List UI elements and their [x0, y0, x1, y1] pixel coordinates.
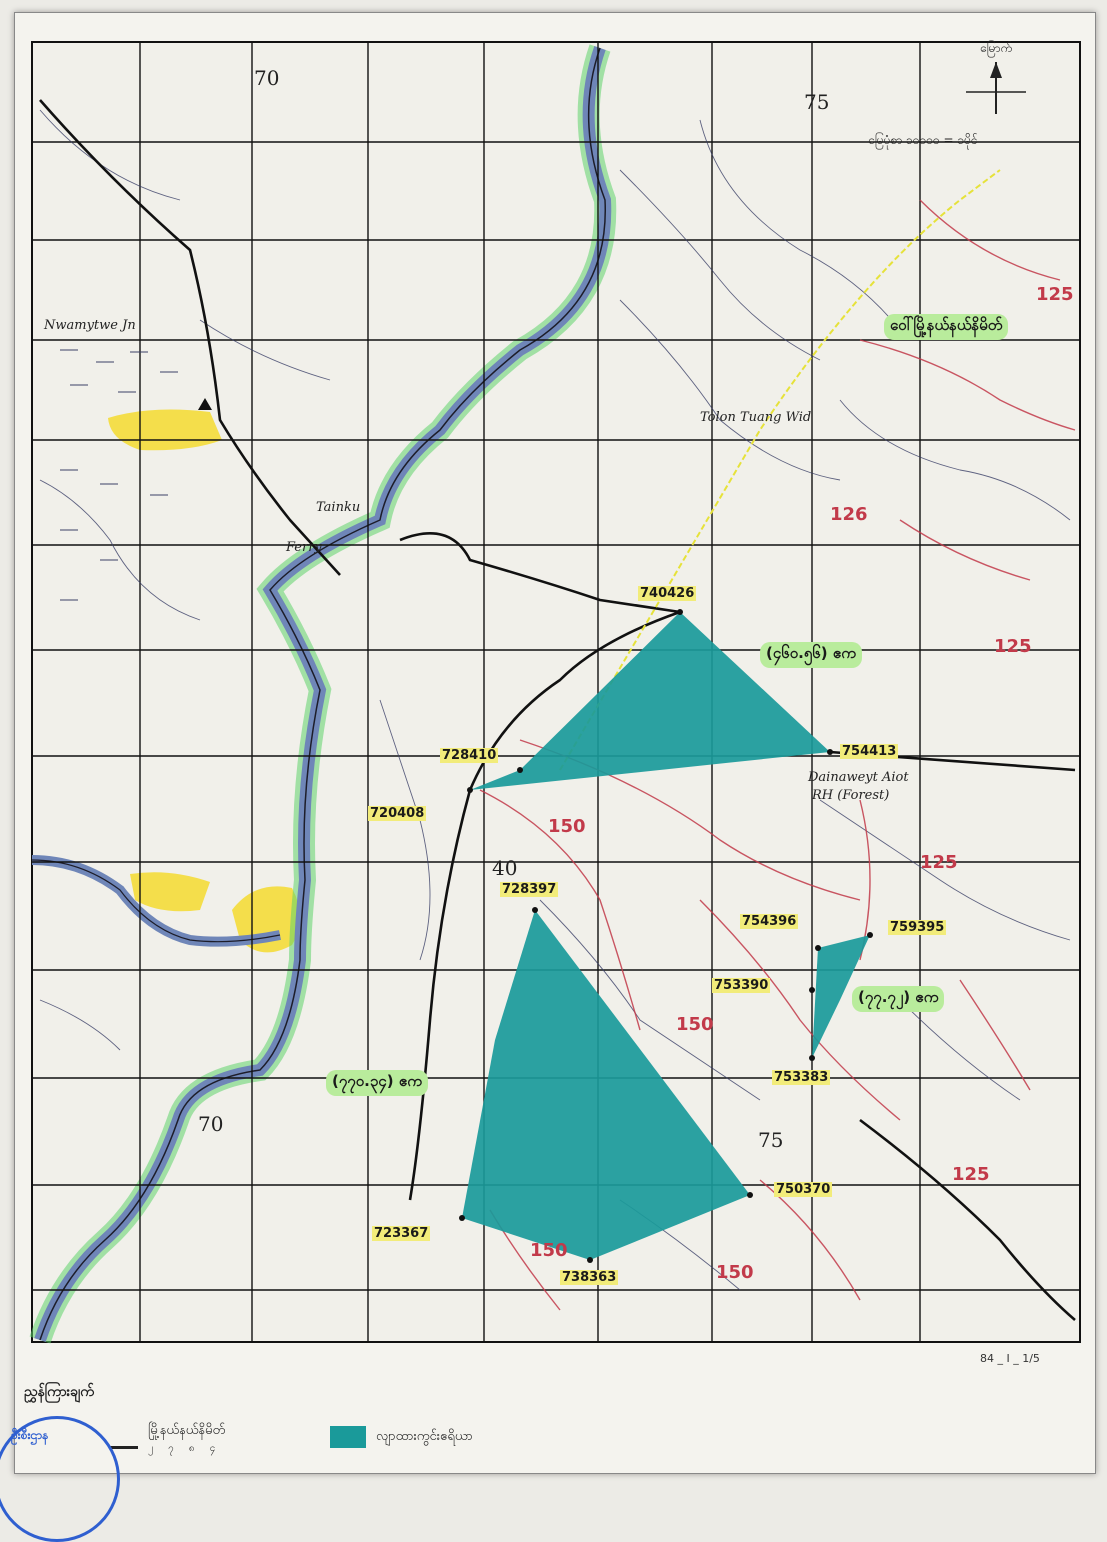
grid-number: 75: [758, 1128, 784, 1152]
boundary-label: ဝေါ်မြို့နယ်နယ်နိမိတ်: [884, 314, 1009, 340]
boundary-swatch: [110, 1430, 138, 1449]
place-label: Nwamytwe Jn: [44, 318, 136, 333]
coordinate-label: 740426: [638, 586, 697, 601]
coordinate-label: 750370: [774, 1182, 833, 1197]
marsh-symbols: [60, 349, 178, 601]
topographic-map: [29, 41, 1081, 1344]
grid-number: 75: [804, 90, 830, 114]
coordinate-label: 723367: [372, 1226, 431, 1241]
coordinate-label: 728397: [500, 882, 559, 897]
area-label: (၇၇၀.၃၄) ဧက: [326, 1070, 428, 1096]
place-label: Ferry: [286, 540, 322, 555]
coordinate-label: 738363: [560, 1270, 619, 1285]
legend-label: လျာထားကွင်းဧရိယာ: [376, 1428, 473, 1444]
legend-sub: ၂ ၇ ၈ ၄: [148, 1443, 222, 1454]
contour-number: 150: [530, 1240, 568, 1261]
contour-number: 125: [952, 1164, 990, 1185]
area-swatch: [330, 1426, 366, 1448]
legend-label: မြို့နယ်နယ်နိမိတ်: [148, 1423, 226, 1438]
coordinate-points: [459, 609, 873, 1263]
area-label: (၇၇.၇၂) ဧက: [852, 986, 945, 1012]
official-stamp: ဦးစီးဌာန: [0, 1416, 120, 1542]
grid-number: 70: [198, 1112, 224, 1136]
contours: [479, 199, 1076, 1311]
township-boundary: [559, 169, 1001, 771]
area-2: [462, 910, 750, 1260]
contour-number: 125: [994, 636, 1032, 657]
contour-number: 125: [920, 852, 958, 873]
contour-number: 125: [1036, 284, 1074, 305]
contour-number: 150: [676, 1014, 714, 1035]
coordinate-label: 720408: [368, 806, 427, 821]
yellow-zone: [130, 872, 210, 912]
grid-number: 40: [492, 856, 518, 880]
map-scale-title: မြေပုံစာ ၁၀၀၀၀ = ၁မိုင်: [868, 133, 978, 147]
place-label: Tainku: [316, 500, 361, 515]
forest-areas: [462, 612, 870, 1260]
north-arrow-icon: [966, 62, 1026, 114]
contour-number: 126: [830, 504, 868, 525]
area-3: [812, 935, 870, 1058]
coordinate-label: 754413: [840, 744, 899, 759]
contour-number: 150: [716, 1262, 754, 1283]
legend-item-boundary: မြို့နယ်နယ်နိမိတ် ၂ ၇ ၈ ၄: [110, 1422, 225, 1456]
grid-number: 70: [254, 66, 280, 90]
north-label: မြောက်: [979, 41, 1013, 55]
place-label: Dainaweyt Aiot: [808, 770, 909, 785]
place-label: Tolon Tuang Wid: [700, 410, 812, 425]
grid-lines: [32, 42, 1080, 1342]
coordinate-label: 753383: [772, 1070, 831, 1085]
triangulation-point-icon: [198, 398, 212, 410]
coordinate-label: 754396: [740, 914, 799, 929]
area-1: [470, 612, 830, 790]
legend-title: ညွှန်ကြားချက်: [24, 1384, 94, 1400]
stamp-text: ဦးစီးဌာန: [11, 1428, 49, 1442]
north-arrow: မြောက်: [956, 40, 1036, 122]
legend-item-area: လျာထားကွင်းဧရိယာ: [330, 1426, 473, 1448]
place-label: RH (Forest): [812, 788, 890, 803]
coordinate-label: 753390: [712, 978, 771, 993]
sheet-id: 84 _ I _ 1/5: [980, 1352, 1040, 1365]
area-label: (၄၆၀.၅၆) ဧက: [760, 642, 862, 668]
contour-number: 150: [548, 816, 586, 837]
coordinate-label: 759395: [888, 920, 947, 935]
river-main: [29, 44, 617, 1344]
coordinate-label: 728410: [440, 748, 499, 763]
